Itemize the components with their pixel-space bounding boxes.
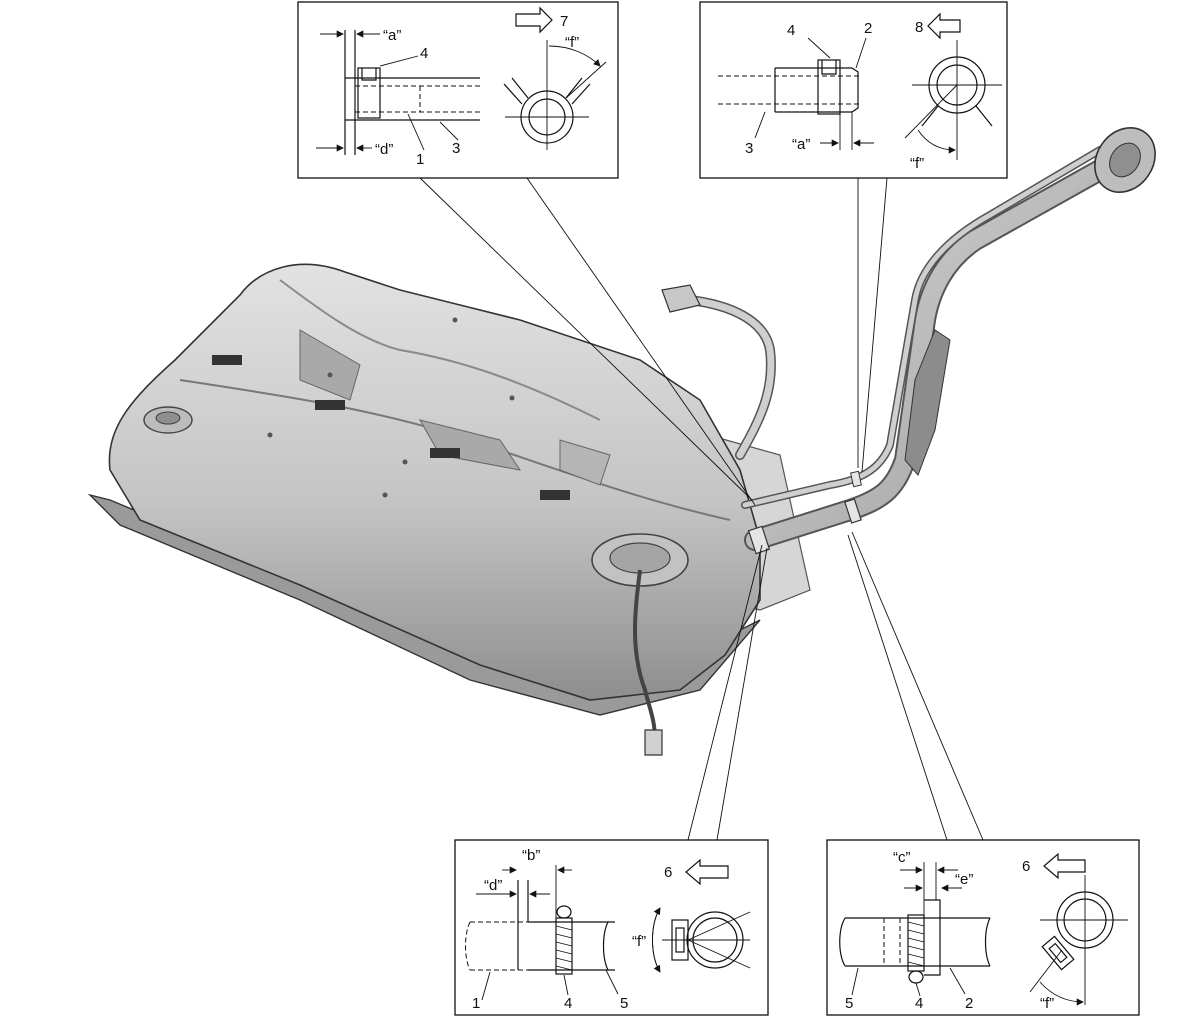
bolt — [402, 459, 408, 465]
bolt — [327, 372, 333, 378]
fuel-pump-cap — [609, 542, 671, 574]
callout-2: 2 — [864, 20, 872, 37]
leader-lines — [419, 177, 984, 841]
bolt — [267, 432, 273, 438]
detail-box — [297, 1, 619, 179]
dim-a-label: “a” — [792, 136, 810, 153]
callout-4: 4 — [787, 22, 795, 39]
callout-4: 4 — [915, 995, 923, 1012]
hose-clamp — [844, 498, 862, 524]
filler-cap — [1109, 142, 1141, 178]
dim-d-label: “d” — [375, 141, 393, 158]
view-direction-number: 7 — [560, 13, 568, 30]
callout-1: 1 — [472, 995, 480, 1012]
dim-c-label: “c” — [893, 849, 911, 866]
tank-ridge — [299, 329, 361, 401]
dim-a-label: “a” — [383, 27, 401, 44]
detail-view-bottom-left: “b” “d” 1 4 5 “f” 6 — [454, 839, 769, 1016]
callout-1: 1 — [416, 151, 424, 168]
tank-strap-pad — [315, 400, 345, 410]
tank-ridge — [559, 439, 611, 486]
tank-ridge — [418, 419, 522, 471]
fuel-feed-line — [633, 569, 657, 741]
dim-d-label: “d” — [484, 877, 502, 894]
view-direction-number: 6 — [664, 864, 672, 881]
view-direction-number: 8 — [915, 19, 923, 36]
callout-5: 5 — [620, 995, 628, 1012]
tank-strap-pad — [212, 355, 242, 365]
fuel-feed-connector — [644, 729, 663, 756]
fuel-sender-cap — [155, 411, 181, 425]
vent-hose-connector — [661, 284, 701, 313]
view-direction-number: 6 — [1022, 858, 1030, 875]
filler-neck-shield — [904, 329, 951, 476]
detail-view-top-right: “a” 4 2 3 “f” 8 — [699, 1, 1008, 179]
filler-neck-pipe — [746, 161, 1109, 549]
tank-strap-pad — [540, 490, 570, 500]
bolt — [452, 317, 458, 323]
detail-view-bottom-right: “c” “e” 5 4 2 “f” 6 — [826, 839, 1140, 1016]
tank-strap-pad — [430, 448, 460, 458]
angle-f-label: “f” — [910, 155, 924, 172]
angle-f-label: “f” — [632, 933, 646, 950]
hose-clamp — [747, 525, 771, 555]
bolt — [509, 395, 515, 401]
tank-ridge — [279, 279, 601, 421]
detail-view-top-left: “a” “d” 4 1 3 “f” 7 — [297, 1, 619, 179]
tank-body — [108, 263, 761, 701]
angle-f-label: “f” — [565, 34, 579, 51]
callout-3: 3 — [745, 140, 753, 157]
detail-box — [826, 839, 1140, 1016]
filler-neck-assembly — [661, 127, 1156, 555]
vent-hose — [686, 296, 775, 459]
bolt — [382, 492, 388, 498]
dim-b-label: “b” — [522, 847, 540, 864]
callout-5: 5 — [845, 995, 853, 1012]
hose-clamp — [850, 470, 862, 488]
callout-4: 4 — [420, 45, 428, 62]
callout-4: 4 — [564, 995, 572, 1012]
callout-3: 3 — [452, 140, 460, 157]
fuel-tank-illustration — [87, 263, 811, 756]
callout-2: 2 — [965, 995, 973, 1012]
angle-f-label: “f” — [1040, 995, 1054, 1012]
dim-e-label: “e” — [955, 871, 973, 888]
